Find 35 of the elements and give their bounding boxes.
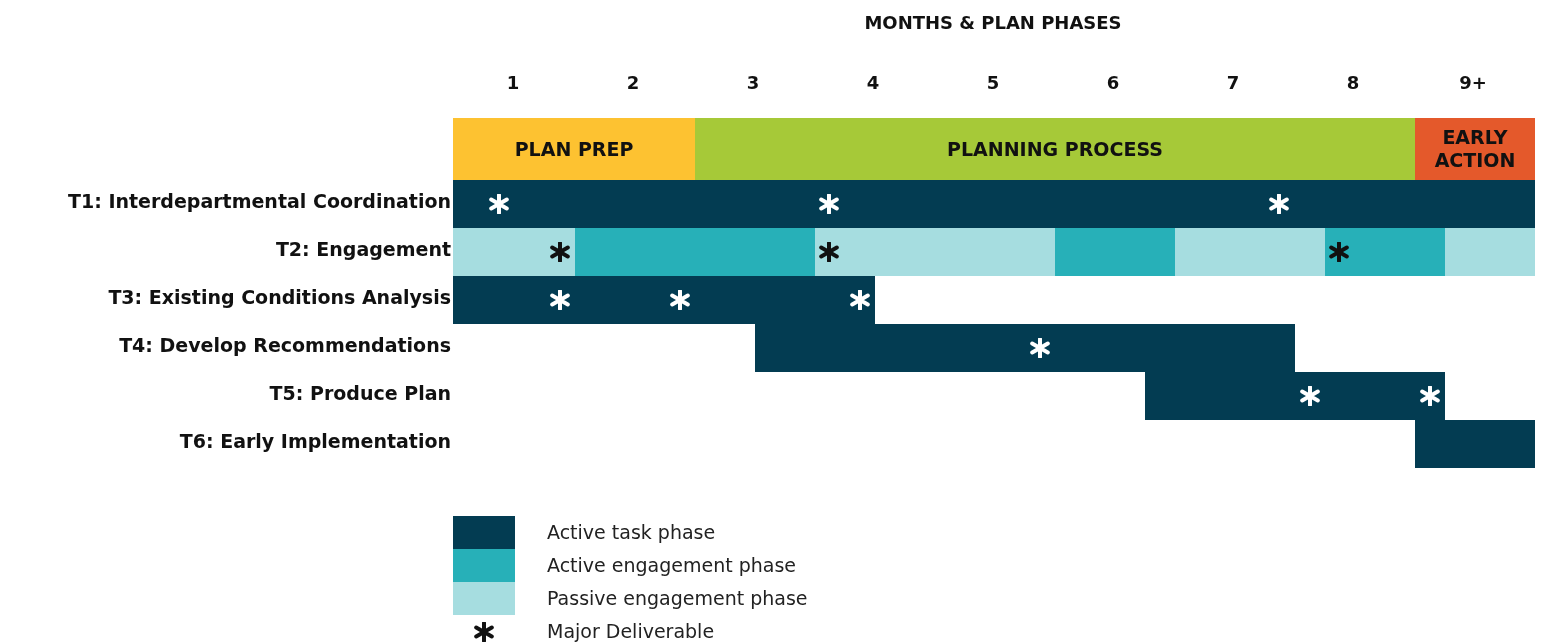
task-bar <box>575 228 815 276</box>
legend-label: Active engagement phase <box>547 554 797 576</box>
month-number: 8 <box>1345 72 1361 93</box>
month-number: 5 <box>985 72 1001 93</box>
task-bar <box>1415 420 1535 468</box>
task-label: T3: Existing Conditions Analysis <box>108 286 451 308</box>
phase-band: PLANNING PROCESS <box>695 118 1415 180</box>
task-bar <box>453 180 1535 228</box>
legend-label: Major Deliverable <box>547 620 715 642</box>
task-label: T4: Develop Recommendations <box>119 334 451 356</box>
task-bar <box>1325 228 1445 276</box>
month-number: 7 <box>1225 72 1241 93</box>
month-number: 2 <box>625 72 641 93</box>
task-bar <box>1055 228 1175 276</box>
task-label: T1: Interdepartmental Coordination <box>68 190 451 212</box>
chart-title: MONTHS & PLAN PHASES <box>863 12 1123 33</box>
task-bar <box>755 324 1295 372</box>
task-label: T2: Engagement <box>275 238 451 260</box>
month-number: 6 <box>1105 72 1121 93</box>
month-number: 4 <box>865 72 881 93</box>
month-number: 3 <box>745 72 761 93</box>
task-bar <box>1175 228 1325 276</box>
task-bar <box>453 276 875 324</box>
task-bar <box>1145 372 1445 420</box>
phase-band: EARLY ACTION <box>1415 118 1535 180</box>
phase-band: PLAN PREP <box>453 118 695 180</box>
task-bar <box>815 228 1055 276</box>
task-bar <box>1445 228 1535 276</box>
month-number: 1 <box>505 72 521 93</box>
legend-label: Active task phase <box>547 521 716 543</box>
task-bar <box>453 228 575 276</box>
task-label: T5: Produce Plan <box>269 382 451 404</box>
task-label: T6: Early Implementation <box>179 430 451 452</box>
month-number: 9+ <box>1458 72 1488 93</box>
legend-label: Passive engagement phase <box>547 587 808 609</box>
